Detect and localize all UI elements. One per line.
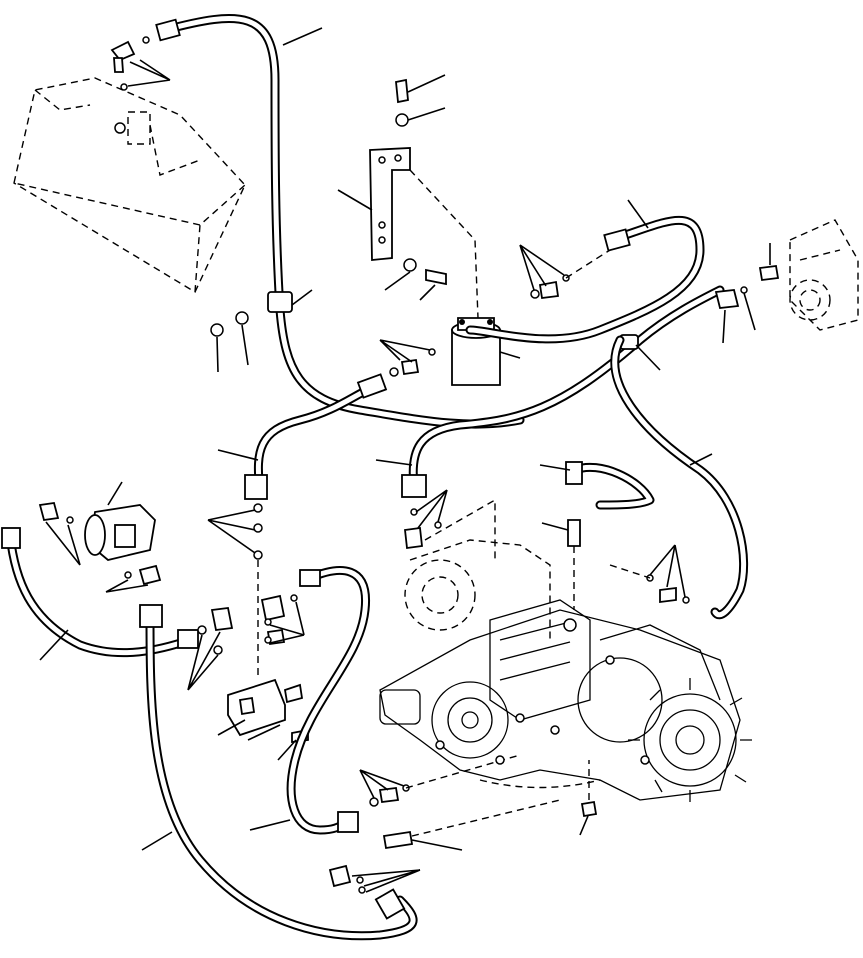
hose-long-vertical xyxy=(139,604,418,941)
motor-elbow-fittings xyxy=(714,243,780,344)
hose-filter-to-transmission xyxy=(375,285,725,498)
valve-elbow-fittings xyxy=(260,594,305,644)
transmission-plug xyxy=(579,760,598,836)
filter-elbow-fittings xyxy=(519,244,611,300)
bracket-nut-bolt xyxy=(384,258,447,301)
hydraulic-tank xyxy=(13,77,246,294)
hose-valve-to-transmission xyxy=(249,566,371,835)
bottom-elbow-fittings xyxy=(328,864,421,894)
hose-filter-to-motor xyxy=(465,199,705,344)
hose-main-pressure xyxy=(217,373,388,500)
bracket-bolt xyxy=(395,74,446,127)
valve-top-fittings xyxy=(207,503,263,680)
hose-transmission-short xyxy=(539,461,655,510)
hydraulic-pump xyxy=(84,481,156,561)
control-valve xyxy=(217,628,304,741)
filter-mounting-bracket xyxy=(337,147,479,319)
hydraulic-motor xyxy=(789,219,859,331)
valve-fittings-left xyxy=(187,607,234,691)
filter-fittings xyxy=(379,339,436,377)
hose-clamp xyxy=(210,289,313,373)
lower-fittings xyxy=(359,754,521,807)
transmission-assembly xyxy=(379,539,752,802)
tank-elbow-fitting xyxy=(110,36,171,91)
transmission-fitting xyxy=(541,519,581,610)
pump-elbow-fittings xyxy=(38,501,162,593)
lower-bolt xyxy=(382,799,561,851)
hose-pump-suction xyxy=(1,527,199,661)
upper-clamp xyxy=(619,334,661,371)
hose-right-return xyxy=(610,335,749,620)
right-fittings xyxy=(609,544,690,604)
transmission-top-fittings xyxy=(404,489,496,560)
